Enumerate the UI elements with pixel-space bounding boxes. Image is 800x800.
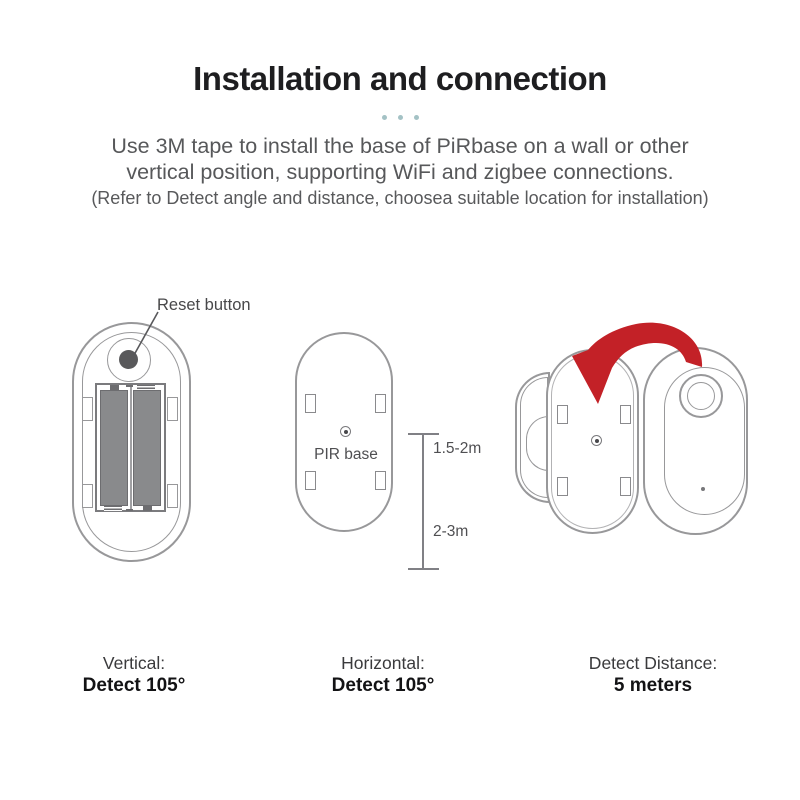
screw-hole	[591, 435, 602, 446]
caption-label: Vertical:	[102, 653, 166, 673]
device-back-open-inner-outline	[82, 332, 181, 552]
description-line-2: vertical position, supporting WiFi and z…	[126, 160, 674, 184]
mounting-slot	[305, 471, 316, 490]
mounting-slot	[375, 471, 386, 490]
caption-value: Detect 105°	[82, 675, 186, 696]
pir-base-label: PIR base	[314, 446, 378, 463]
install-note: (Refer to Detect angle and distance, cho…	[91, 188, 709, 208]
separator-dots-icon	[0, 115, 800, 120]
mounting-slot	[620, 477, 631, 496]
cover-clip	[82, 397, 93, 421]
battery-right	[133, 390, 161, 506]
screw-hole-center	[344, 430, 348, 434]
battery-spring-terminal	[104, 506, 122, 511]
dot-icon	[381, 115, 387, 120]
battery-spring-terminal	[137, 385, 155, 390]
sensor-front-face	[664, 367, 745, 515]
cover-clip	[167, 484, 178, 508]
device-back-open-outline	[72, 322, 191, 562]
cover-clip	[167, 397, 178, 421]
mounting-slot	[305, 394, 316, 413]
screw-hole-center	[595, 439, 599, 443]
battery-divider	[130, 385, 132, 510]
description-line-1: Use 3M tape to install the base of PiRba…	[111, 134, 689, 158]
contact-mark	[126, 385, 133, 387]
mounting-slot	[557, 405, 568, 424]
battery-positive-terminal	[143, 506, 152, 511]
reset-button-label: Reset button	[157, 296, 251, 314]
mounting-height-upper-label: 1.5-2m	[433, 440, 482, 457]
mounting-slot	[375, 394, 386, 413]
led-indicator-dot	[701, 487, 705, 491]
caption-label: Horizontal:	[341, 653, 425, 673]
caption-detect-distance: Detect Distance: 5 meters	[589, 652, 717, 698]
battery-left	[100, 390, 128, 506]
reset-button-well	[107, 338, 151, 382]
mounting-slot	[557, 477, 568, 496]
caption-value: Detect 105°	[331, 675, 435, 696]
mounting-height-lower-label: 2-3m	[433, 523, 469, 540]
caption-vertical: Vertical: Detect 105°	[83, 652, 186, 698]
reset-button	[119, 350, 138, 369]
battery-positive-terminal	[110, 385, 119, 390]
mounting-slot	[620, 405, 631, 424]
caption-label: Detect Distance:	[588, 653, 718, 673]
pir-lens-inner	[687, 382, 715, 410]
dot-icon	[413, 115, 419, 120]
page-title: Installation and connection	[193, 60, 607, 97]
caption-value: 5 meters	[613, 675, 693, 696]
caption-horizontal: Horizontal: Detect 105°	[332, 652, 435, 698]
dot-icon	[397, 115, 403, 120]
cover-clip	[82, 484, 93, 508]
contact-mark	[126, 509, 133, 511]
pir-base-outline	[295, 332, 393, 532]
screw-hole	[340, 426, 351, 437]
